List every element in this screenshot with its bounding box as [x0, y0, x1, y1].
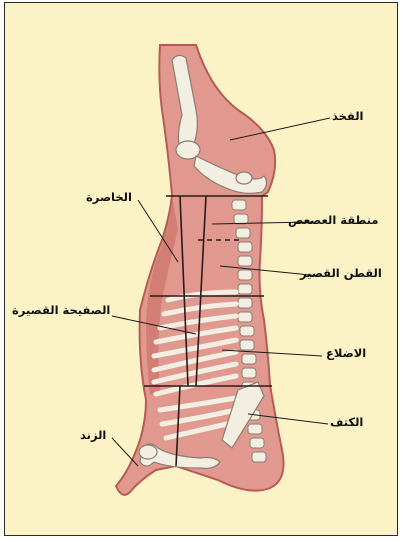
label-short-loin: القطن القصير [300, 266, 382, 280]
label-short-plate: الصفيحة القصيرة [12, 303, 110, 317]
label-thigh: الفخذ [332, 109, 363, 123]
label-ribs: الاضلاع [326, 346, 366, 360]
label-flank: الخاصرة [86, 190, 132, 204]
label-shank: الزند [80, 428, 106, 442]
label-shoulder: الكتف [330, 415, 363, 429]
label-tail-region: منطقة العصعص [288, 213, 379, 227]
